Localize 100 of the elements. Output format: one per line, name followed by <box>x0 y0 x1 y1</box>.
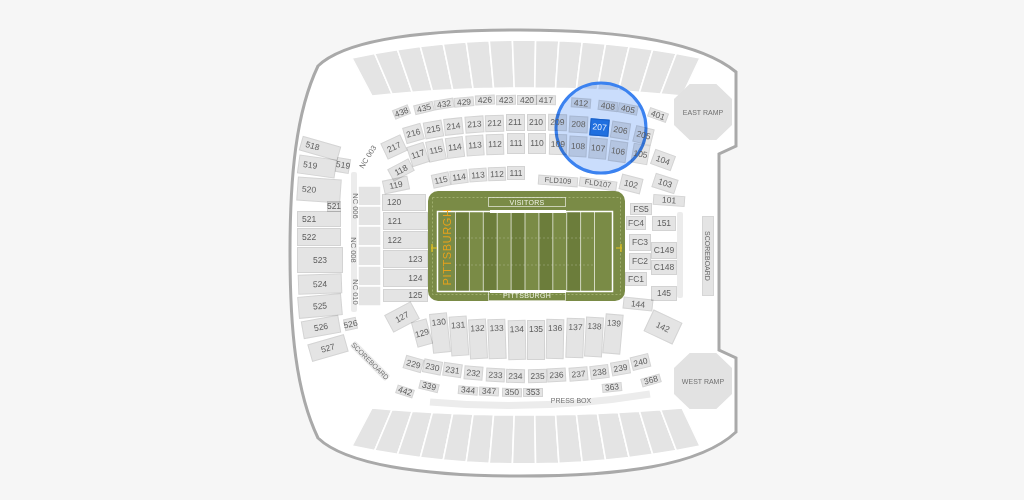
seating-section: 344 <box>457 384 479 396</box>
seating-section: 139 <box>602 313 624 355</box>
seating-section: 217 <box>380 134 408 160</box>
seating-section: 135 <box>527 320 545 360</box>
seating-section: 237 <box>567 366 589 382</box>
seating-section: 125 <box>382 288 428 302</box>
seating-section: C149 <box>651 241 677 259</box>
seating-section: 240 <box>629 352 651 372</box>
seating-section: 420 <box>517 95 537 105</box>
seating-section: 235 <box>527 368 547 384</box>
seating-section: 123 <box>382 250 428 268</box>
seating-section: 136 <box>545 318 565 360</box>
seating-section: 208 <box>568 115 588 133</box>
seating-section: 111 <box>507 166 525 180</box>
seating-section: 206 <box>609 120 631 140</box>
seating-section: 114 <box>444 135 466 159</box>
seating-section: 120 <box>382 193 426 211</box>
seating-section: 131 <box>448 315 470 357</box>
seating-section: FS5 <box>630 203 652 215</box>
seating-section: 112 <box>485 133 505 155</box>
seating-section: FC2 <box>629 252 651 270</box>
seating-section: FC1 <box>625 272 647 286</box>
seating-section: 114 <box>449 168 469 186</box>
seating-section: 432 <box>433 97 455 111</box>
seating-section: 423 <box>495 94 517 106</box>
seating-section: 121 <box>382 212 428 230</box>
seating-section: 205 <box>631 124 655 146</box>
seating-section: 417 <box>535 94 557 106</box>
seating-section: 236 <box>546 367 566 383</box>
seating-section: 113 <box>465 133 485 157</box>
seating-section: 213 <box>463 114 485 134</box>
seating-section: 115 <box>430 171 452 189</box>
seating-section: 106 <box>607 139 629 163</box>
seating-section: 111 <box>507 132 525 154</box>
seating-section: 107 <box>588 136 608 160</box>
seating-section: 232 <box>462 365 484 381</box>
seating-section: 519 <box>334 156 352 174</box>
seating-section: 238 <box>588 363 610 381</box>
seating-section: 108 <box>568 135 588 157</box>
seating-section: 525 <box>297 293 343 319</box>
seating-section: 115 <box>425 137 447 163</box>
seating-section: 133 <box>487 318 507 360</box>
seating-section: 134 <box>507 319 527 361</box>
seating-section: 234 <box>505 368 525 384</box>
seating-section: 353 <box>523 387 543 397</box>
seating-section: 113 <box>468 167 488 183</box>
seating-section: 520 <box>296 176 342 204</box>
seating-section: 119 <box>381 175 411 195</box>
seating-section: 526 <box>300 314 342 340</box>
seating-section: 518 <box>298 135 342 161</box>
seating-section: C148 <box>651 259 677 275</box>
seating-section: 130 <box>428 312 452 354</box>
seating-section: 347 <box>478 386 500 396</box>
seating-section: 105 <box>629 142 651 166</box>
seating-section: 527 <box>307 334 349 362</box>
seating-section: 523 <box>297 247 343 273</box>
seating-section: 142 <box>643 309 683 345</box>
seating-section: 435 <box>413 100 435 116</box>
seating-section: 210 <box>526 113 546 131</box>
seating-section: 215 <box>422 119 444 139</box>
seating-section: 102 <box>618 173 644 195</box>
seating-section: 101 <box>652 193 686 207</box>
seating-section: 122 <box>382 231 428 249</box>
seating-section: FC3 <box>629 233 651 251</box>
seating-section: FC4 <box>626 216 646 230</box>
seating-section: 214 <box>442 116 464 136</box>
seating-section: 521 <box>297 211 341 227</box>
seating-section: 350 <box>501 387 523 397</box>
seating-section: 145 <box>651 285 677 301</box>
seating-section: 408 <box>597 99 619 113</box>
seating-section: 229 <box>401 354 425 374</box>
seating-section: 239 <box>609 359 631 377</box>
seating-section: 524 <box>297 273 343 295</box>
seating-section: 104 <box>649 148 677 172</box>
seating-section: 231 <box>441 361 463 379</box>
seating-section: 212 <box>484 114 504 132</box>
seating-section: 211 <box>505 113 525 131</box>
seating-section: 521 <box>327 200 341 212</box>
seating-section: 363 <box>601 381 623 393</box>
seating-section: 117 <box>406 141 430 167</box>
seating-section: 103 <box>651 172 679 194</box>
seating-section: 112 <box>487 166 507 182</box>
seating-section: 138 <box>583 316 605 358</box>
seating-section: 412 <box>570 97 592 109</box>
seating-section: 110 <box>528 132 546 154</box>
seating-section: 216 <box>401 122 425 144</box>
seating-section: 438 <box>391 104 411 120</box>
seating-section: 429 <box>453 96 475 108</box>
seating-section: 401 <box>646 106 670 124</box>
seating-section: 426 <box>474 94 496 106</box>
seating-section: 233 <box>485 367 505 383</box>
seating-section: 526 <box>342 316 358 332</box>
seating-section: 151 <box>652 215 676 231</box>
seating-section: 230 <box>421 358 443 376</box>
seating-section: 132 <box>467 318 489 360</box>
seating-section: 124 <box>382 269 428 287</box>
seating-section: 144 <box>622 296 654 312</box>
seating-section: 339 <box>418 379 440 393</box>
seating-section: 405 <box>617 102 639 116</box>
seating-section: 137 <box>565 317 585 359</box>
